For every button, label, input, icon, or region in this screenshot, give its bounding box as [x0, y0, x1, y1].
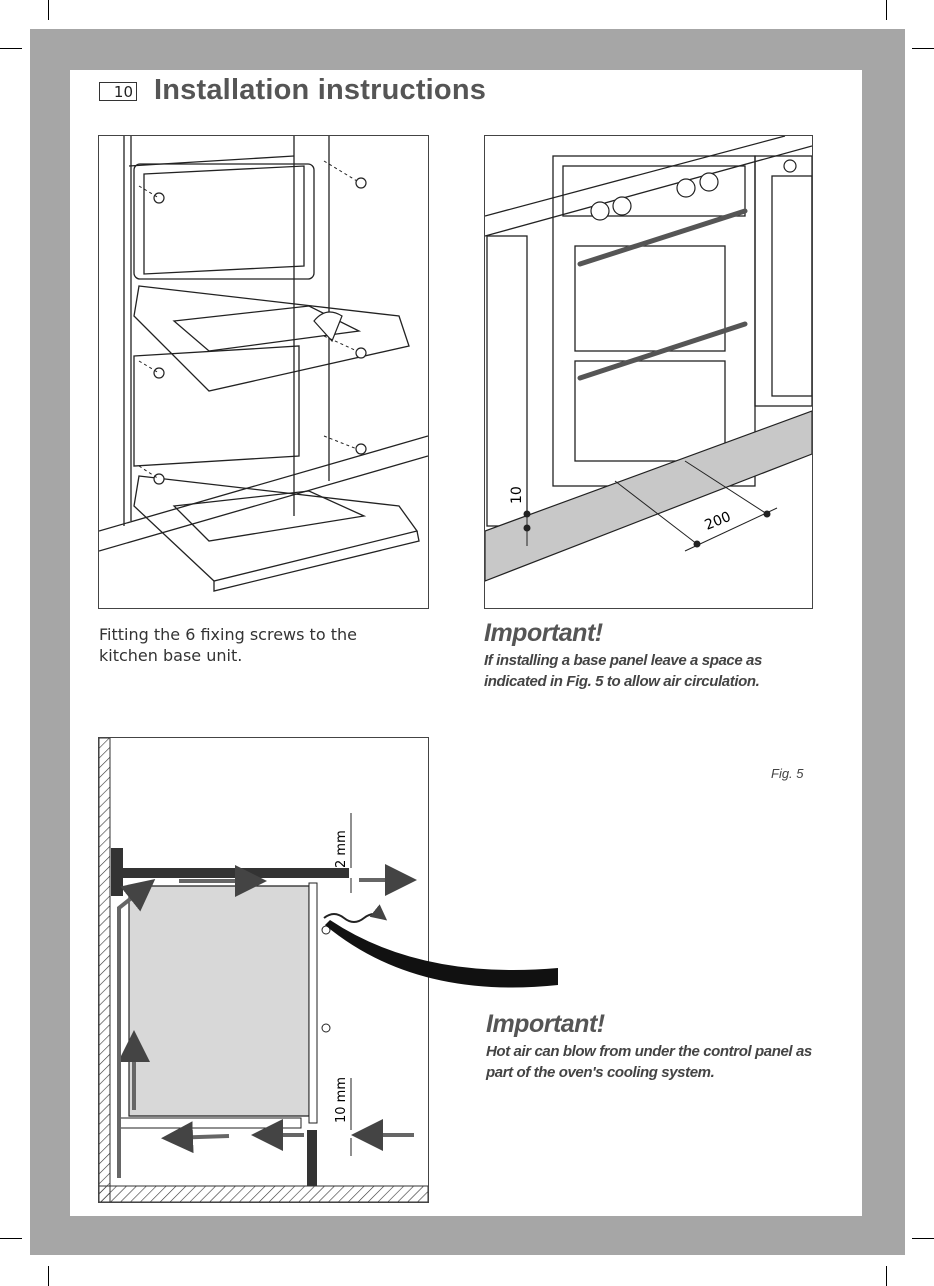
dimension-width-label: 200 [703, 509, 734, 534]
oven-installed-illustration: 10 200 [485, 136, 812, 582]
fixing-screws-illustration [99, 136, 428, 592]
crop-mark [912, 48, 934, 49]
gap-top-label: 2 mm [334, 830, 349, 868]
figure-caption: Fitting the 6 fixing screws to the kitch… [99, 625, 357, 665]
important-heading-2: Important! [486, 1010, 605, 1038]
figure-airflow-section: 2 mm 10 mm [98, 737, 429, 1203]
crop-mark [912, 1238, 934, 1239]
crop-mark [886, 1266, 887, 1286]
crop-mark [0, 48, 22, 49]
dimension-height-label: 10 [509, 486, 525, 504]
page-title: Installation instructions [154, 74, 487, 106]
pointer-arrow [325, 920, 558, 988]
figure-label: Fig. 5 [771, 766, 804, 781]
airflow-section-illustration: 2 mm 10 mm [99, 738, 428, 1202]
figure-base-panel-gap: 10 200 [484, 135, 813, 609]
important-text: If installing a base panel leave a space… [484, 652, 762, 690]
crop-mark [48, 1266, 49, 1286]
important-heading: Important! [484, 619, 603, 647]
important-text-2: Hot air can blow from under the control … [486, 1043, 812, 1081]
figure-fixing-screws [98, 135, 429, 609]
crop-mark [48, 0, 49, 20]
crop-mark [0, 1238, 22, 1239]
gap-bottom-label: 10 mm [334, 1077, 349, 1123]
crop-mark [886, 0, 887, 20]
page-number: 10 [99, 82, 137, 101]
